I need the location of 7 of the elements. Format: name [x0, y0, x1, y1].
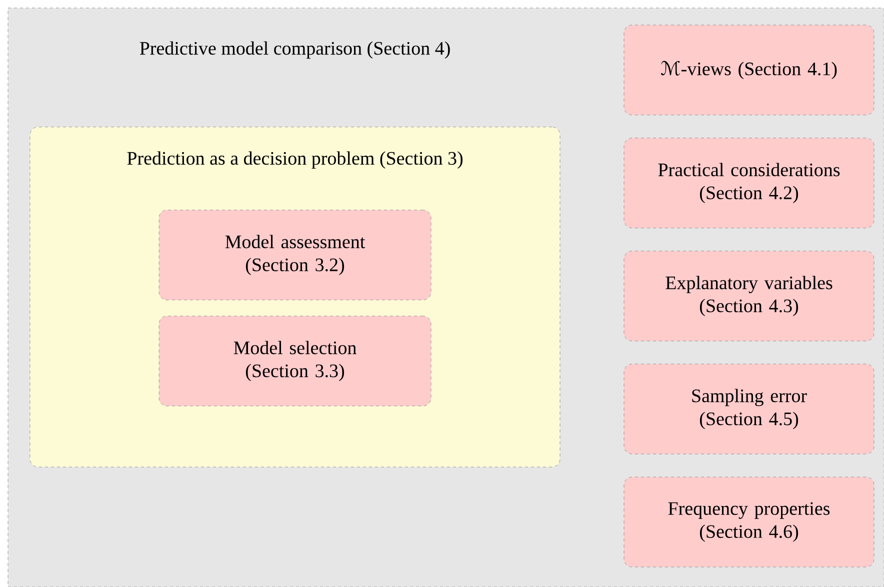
- topic-box: Practical considerations (Section 4.2): [624, 138, 874, 228]
- topic-box: Sampling error (Section 4.5): [624, 364, 874, 454]
- topic-box: ℳ-views (Section 4.1): [624, 24, 874, 116]
- topic-box: Explanatory variables (Section 4.3): [624, 250, 874, 342]
- topic-box: Frequency properties (Section 4.6): [624, 476, 874, 568]
- topic-box: Model selection (Section 3.3): [158, 316, 432, 406]
- topic-box: Model assessment (Section 3.2): [158, 210, 432, 300]
